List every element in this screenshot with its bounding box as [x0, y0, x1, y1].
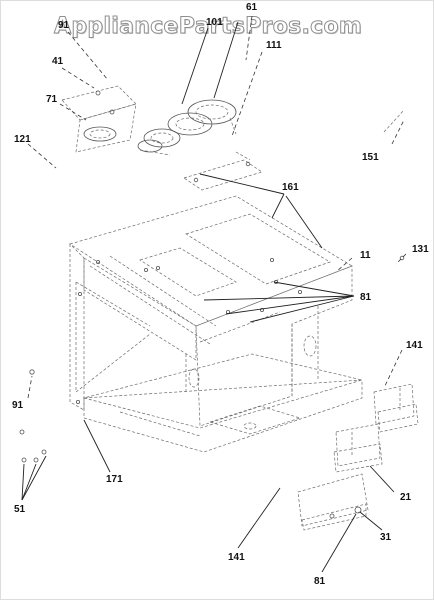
callout-31: 31 — [380, 532, 392, 543]
watermark: AppliancePartsPros.com — [53, 14, 363, 40]
callout-101: 101 — [206, 17, 223, 28]
callout-141-right: 141 — [406, 340, 423, 351]
main-body-part — [69, 195, 364, 453]
side-bracket-part — [333, 383, 419, 473]
leader-lines — [21, 15, 407, 573]
callout-171: 171 — [106, 474, 123, 485]
callout-141-bottom: 141 — [228, 552, 245, 563]
callout-71: 71 — [46, 94, 58, 105]
heating-element-part — [137, 99, 237, 156]
callout-21: 21 — [400, 492, 412, 503]
callout-121: 121 — [14, 134, 31, 145]
callout-81-mid: 81 — [360, 292, 372, 303]
top-bracket-part — [183, 151, 263, 191]
callout-51: 51 — [14, 504, 26, 515]
lower-bracket-part — [297, 473, 369, 531]
callout-91-left: 91 — [12, 400, 24, 411]
loose-hardware — [19, 109, 405, 463]
callout-81-bottom: 81 — [314, 576, 326, 587]
callout-131: 131 — [412, 244, 429, 255]
burner-bracket-part — [61, 85, 137, 153]
callout-61: 61 — [246, 2, 258, 13]
callout-151: 151 — [362, 152, 379, 163]
callout-111: 111 — [266, 40, 282, 51]
callout-161: 161 — [282, 182, 299, 193]
callout-11: 11 — [360, 250, 371, 261]
callout-91-top: 91 — [58, 20, 70, 31]
callout-41: 41 — [52, 56, 64, 67]
